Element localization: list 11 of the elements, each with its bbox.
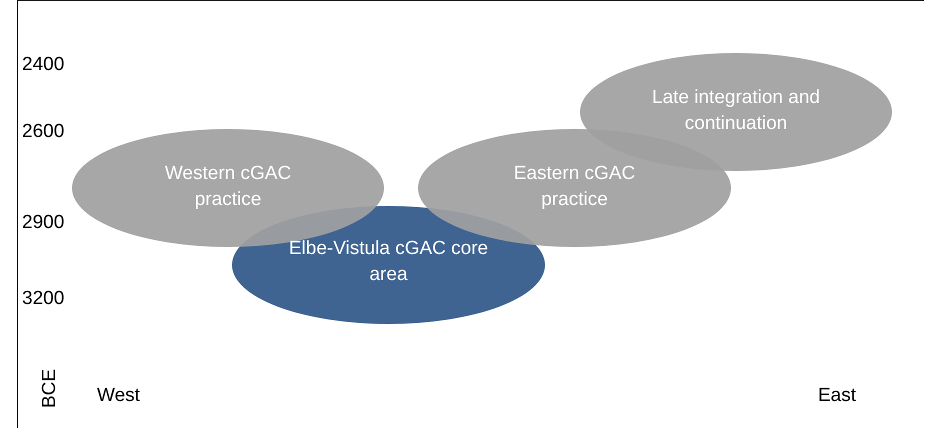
ellipse-label: Eastern cGAC practice xyxy=(512,162,636,212)
ellipse-label: Western cGAC practice xyxy=(164,162,292,212)
axis-tick-label: 3200 xyxy=(22,288,64,310)
ellipse-label: Late integration and continuation xyxy=(651,86,821,136)
ellipse-label: Elbe-Vistula cGAC core area xyxy=(288,237,488,287)
axis-end-label: West xyxy=(97,385,140,407)
axis-unit-label: BCE xyxy=(39,368,61,408)
axis-end-label: East xyxy=(818,385,856,407)
axis-tick-label: 2600 xyxy=(22,121,64,143)
axis-tick-label: 2400 xyxy=(22,54,64,76)
axis-tick-label: 2900 xyxy=(22,212,64,234)
